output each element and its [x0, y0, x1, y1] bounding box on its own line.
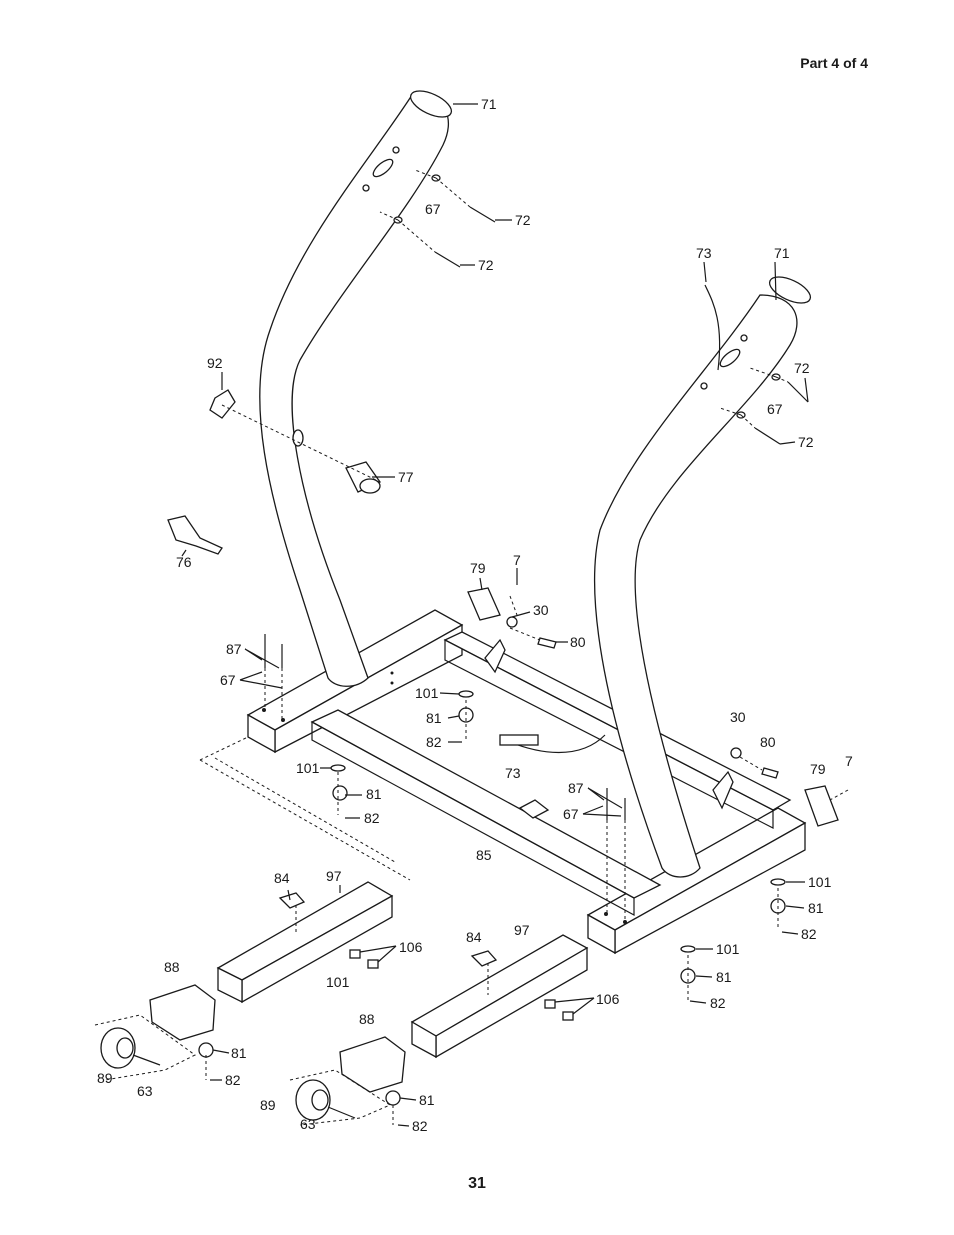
- assembly-dashed-lines: [94, 169, 849, 1126]
- callout-101-d: 101: [808, 874, 832, 890]
- callout-73-harness: 73: [696, 245, 712, 261]
- page-number: 31: [468, 1175, 486, 1192]
- callout-76: 76: [176, 554, 192, 570]
- callout-84-right: 84: [466, 929, 482, 945]
- callout-67-left: 67: [425, 201, 441, 217]
- callout-7-right: 7: [845, 753, 853, 769]
- callout-80-right: 80: [760, 734, 776, 750]
- callout-67-base-left: 67: [220, 672, 236, 688]
- callout-87-right: 87: [568, 780, 584, 796]
- callout-82-f: 82: [225, 1072, 241, 1088]
- callout-88-right: 88: [359, 1011, 375, 1027]
- callout-79-right: 79: [810, 761, 826, 777]
- callout-72-lower: 72: [478, 257, 494, 273]
- right-upright: [594, 276, 812, 878]
- callout-101-c: 101: [326, 974, 350, 990]
- stabilizer-tubes: [216, 881, 589, 1059]
- callout-71-left: 71: [481, 96, 497, 112]
- callout-82-e: 82: [710, 995, 726, 1011]
- callout-82-d: 82: [801, 926, 817, 942]
- callout-67-base-right: 67: [563, 806, 579, 822]
- left-upright: [259, 90, 453, 687]
- callout-63-left: 63: [137, 1083, 153, 1099]
- callout-30-right: 30: [730, 709, 746, 725]
- callout-82-b: 82: [364, 810, 380, 826]
- callout-77: 77: [398, 469, 414, 485]
- callout-101-e: 101: [716, 941, 740, 957]
- end-caps-and-wheels: [100, 984, 406, 1121]
- callout-67-right: 67: [767, 401, 783, 417]
- callout-72-right-upper: 72: [794, 360, 810, 376]
- callout-89-right: 89: [260, 1097, 276, 1113]
- leader-lines: [181, 103, 809, 1127]
- callout-81-d: 81: [808, 900, 824, 916]
- callout-81-f: 81: [231, 1045, 247, 1061]
- callout-81-e: 81: [716, 969, 732, 985]
- callout-84-left: 84: [274, 870, 290, 886]
- callout-82-g: 82: [412, 1118, 428, 1134]
- callout-106-left: 106: [399, 939, 423, 955]
- callout-88-left: 88: [164, 959, 180, 975]
- callout-97-left: 97: [326, 868, 342, 884]
- callout-89-left: 89: [97, 1070, 113, 1086]
- callout-82-a: 82: [426, 734, 442, 750]
- callout-106-right: 106: [596, 991, 620, 1007]
- callout-87-left: 87: [226, 641, 242, 657]
- callout-81-a: 81: [426, 710, 442, 726]
- callout-30-left: 30: [533, 602, 549, 618]
- callout-7-left: 7: [513, 552, 521, 568]
- callout-97-right: 97: [514, 922, 530, 938]
- page-part-label: Part 4 of 4: [800, 55, 868, 71]
- callout-101-b: 101: [296, 760, 320, 776]
- callout-81-g: 81: [419, 1092, 435, 1108]
- callout-81-b: 81: [366, 786, 382, 802]
- callout-72-right-lower: 72: [798, 434, 814, 450]
- callout-85: 85: [476, 847, 492, 863]
- callout-72-upper: 72: [515, 212, 531, 228]
- callout-71-right: 71: [774, 245, 790, 261]
- callout-101-a: 101: [415, 685, 439, 701]
- callout-79-left: 79: [470, 560, 486, 576]
- callout-63-right: 63: [300, 1116, 316, 1132]
- callout-73-cable: 73: [505, 765, 521, 781]
- callout-92: 92: [207, 355, 223, 371]
- callout-80-left: 80: [570, 634, 586, 650]
- callout-labels: 71 72 67 72 73 71 72 67 72 92 77 76 79 7…: [97, 96, 853, 1134]
